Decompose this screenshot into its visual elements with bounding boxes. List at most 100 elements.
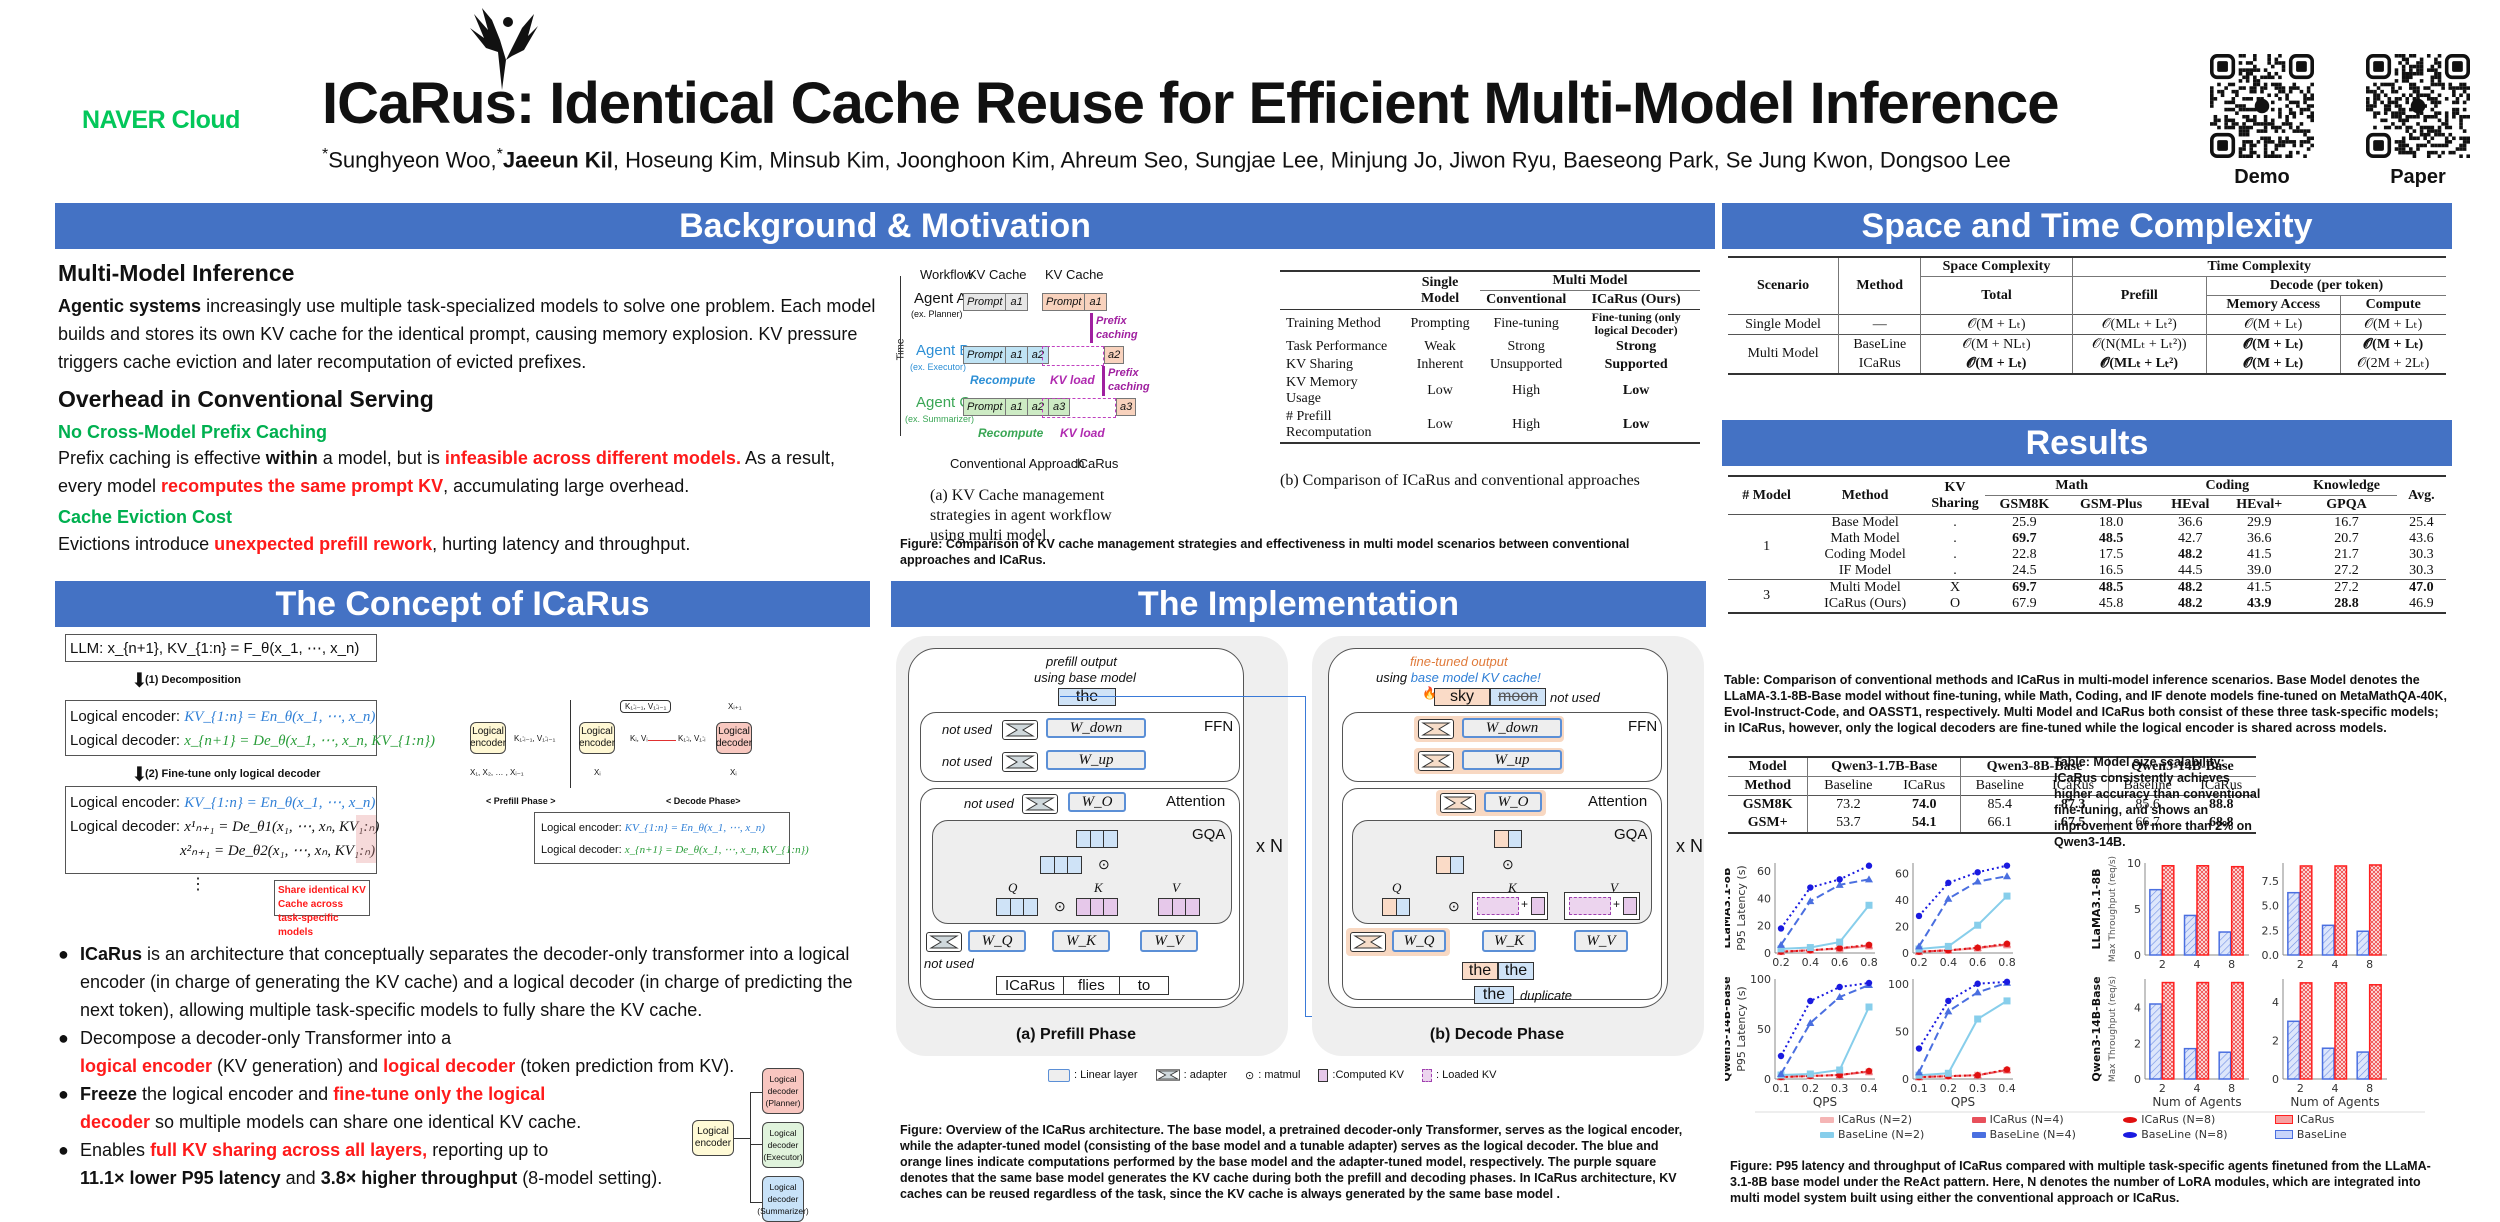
not-used-label: not used [942, 722, 992, 737]
author-list: *Sunghyeon Woo,*Jaeeun Kil, Hoseung Kim,… [322, 146, 2011, 173]
vertical-ellipsis: ⋮ [190, 876, 206, 893]
bar-icarus [2299, 865, 2313, 956]
decode-phase-label: < Decode Phase> [666, 796, 741, 806]
x-tick-label: 0.2 [1910, 956, 1928, 969]
data-point [1865, 862, 1873, 869]
x-tick-label: 4 [2332, 1082, 2339, 1095]
authors-rest: , Hoseung Kim, Minsub Kim, Joonghoon Kim… [612, 147, 2011, 173]
demo-qr-code-icon[interactable] [2210, 44, 2314, 168]
data-point [1806, 944, 1814, 952]
adapter-icon [1418, 719, 1454, 739]
matmul-icon: ⊙ [1245, 1069, 1255, 1082]
kv-prompt: Prompt [1043, 294, 1086, 310]
cell: 𝒪(2M + 2Lₜ) [2357, 356, 2430, 371]
prefill-output-note: prefill output [1046, 654, 1117, 669]
legend-label: ICaRus [2296, 1113, 2335, 1126]
fig-a-caption: (a) KV Cache management strategies in ag… [930, 487, 1112, 544]
bullet-text: reporting up to [427, 1140, 549, 1160]
bar-baseline [2287, 891, 2301, 956]
x-tick-label: 2 [2159, 1082, 2166, 1095]
encoder-decoder-tree: Logical encoder Logical decoder (Planner… [690, 1062, 870, 1222]
data-point [1944, 1069, 1952, 1077]
author-second: Jaeeun Kil [502, 147, 613, 173]
background-figure-caption: Figure: Comparison of KV cache managemen… [900, 537, 1630, 567]
loaded-kv-block-c [1042, 398, 1116, 418]
tree-logical-encoder: Logical encoder [692, 1120, 734, 1156]
data-point [1944, 1007, 1953, 1015]
kv-a3-icarus: a3 [1116, 398, 1137, 416]
data-point [1836, 876, 1843, 883]
data-point [1836, 938, 1844, 946]
cell: 48.2 [2178, 580, 2203, 595]
attention-output-vector [1076, 830, 1118, 848]
kv-a1: a1 [1010, 296, 1023, 308]
tree-branch [750, 1144, 762, 1145]
cell: 85.6 [2135, 797, 2160, 812]
prefix-caching-arrow-2 [1102, 366, 1105, 396]
data-point [1777, 1070, 1785, 1077]
cell: 48.2 [2178, 596, 2203, 611]
w-q-layer: W_Q [968, 930, 1026, 952]
plus-icon: + [1613, 897, 1621, 911]
paper-qr-code-icon[interactable] [2366, 44, 2470, 168]
bullet-bold: ICaRus [80, 944, 143, 964]
paragraph-text: increasingly use multiple task-specializ… [58, 296, 876, 372]
arrow-down-icon: ⬇ [131, 670, 148, 692]
cell: High [1512, 383, 1541, 398]
x-tick-label: 8 [2366, 1082, 2373, 1095]
bullet-bold: Freeze [80, 1084, 138, 1104]
y-tick-label: 0 [1902, 947, 1909, 960]
kv-i-label: Kᵢ, Vᵢ [630, 734, 648, 743]
label-icarus: ICaRus [1075, 456, 1119, 471]
bar-baseline [2356, 1051, 2370, 1080]
legend-label: BaseLine (N=4) [1989, 1128, 2076, 1141]
cell: High [1512, 417, 1541, 432]
cell: 17.5 [2098, 547, 2124, 562]
cell: 𝓞(M + Lₜ) [2206, 334, 2341, 354]
text: As a result, every model [58, 448, 835, 496]
y-tick-label: 0 [2134, 1073, 2141, 1086]
logical-encoder-prefill: Logical encoder [470, 722, 506, 754]
repeat-n-label: x N [1256, 836, 1283, 856]
bar-baseline [2321, 924, 2335, 956]
data-point [1973, 988, 1982, 996]
attention-label: Attention [1588, 793, 1648, 810]
y-tick-label: 10 [2127, 857, 2141, 870]
y-tick-label: 50 [1895, 1025, 1909, 1038]
text-bold: within [265, 448, 318, 468]
cell: 48.2 [2178, 547, 2203, 562]
kv-all-label: K₁:ᵢ, V₁:ᵢ [678, 734, 706, 743]
kv-a1: a1 [1089, 296, 1102, 308]
th-qwen-8b: Qwen3-8B-Base [1960, 757, 2109, 777]
agent-a-label: Agent A [914, 290, 967, 307]
data-point [1865, 979, 1873, 987]
kv-prev-label: K₁:ᵢ₋₁, V₁:ᵢ₋₁ [514, 734, 556, 743]
data-point [1865, 1003, 1873, 1011]
th-qwen-14b: Qwen3-14B-Base [2131, 759, 2234, 774]
cell: ICaRus [2200, 778, 2243, 793]
dec-label: Logical decoder: [541, 844, 622, 856]
enc-label: Logical encoder: [541, 822, 622, 834]
cell: Weak [1424, 339, 1456, 354]
loaded-kv-block-b [1042, 346, 1104, 366]
cell: 𝓞(M + Lₜ) [1920, 354, 2073, 374]
cell: Fine-tuning (only logical Decoder) [1591, 310, 1681, 337]
x-tick-label: 0.6 [1831, 956, 1849, 969]
tree-branch [750, 1202, 762, 1203]
crossed-out-token: moon [1490, 688, 1546, 706]
cell: KV Sharing [1286, 357, 1354, 372]
y-tick-label: 50 [1757, 1023, 1771, 1036]
xi-label-2: Xᵢ [730, 768, 737, 777]
decomposition-box: Logical encoder: KV_{1:n} = En_θ(x_1, ⋯,… [65, 700, 435, 756]
label-conventional: Conventional Approach [950, 456, 1085, 471]
x-tick-label: 0.3 [1831, 1082, 1849, 1095]
decode-output-token: sky [1434, 688, 1490, 706]
text-highlight: infeasible across different models. [444, 448, 741, 468]
th-decode: Decode (per token) [2206, 276, 2446, 296]
bar-icarus [2161, 865, 2175, 956]
